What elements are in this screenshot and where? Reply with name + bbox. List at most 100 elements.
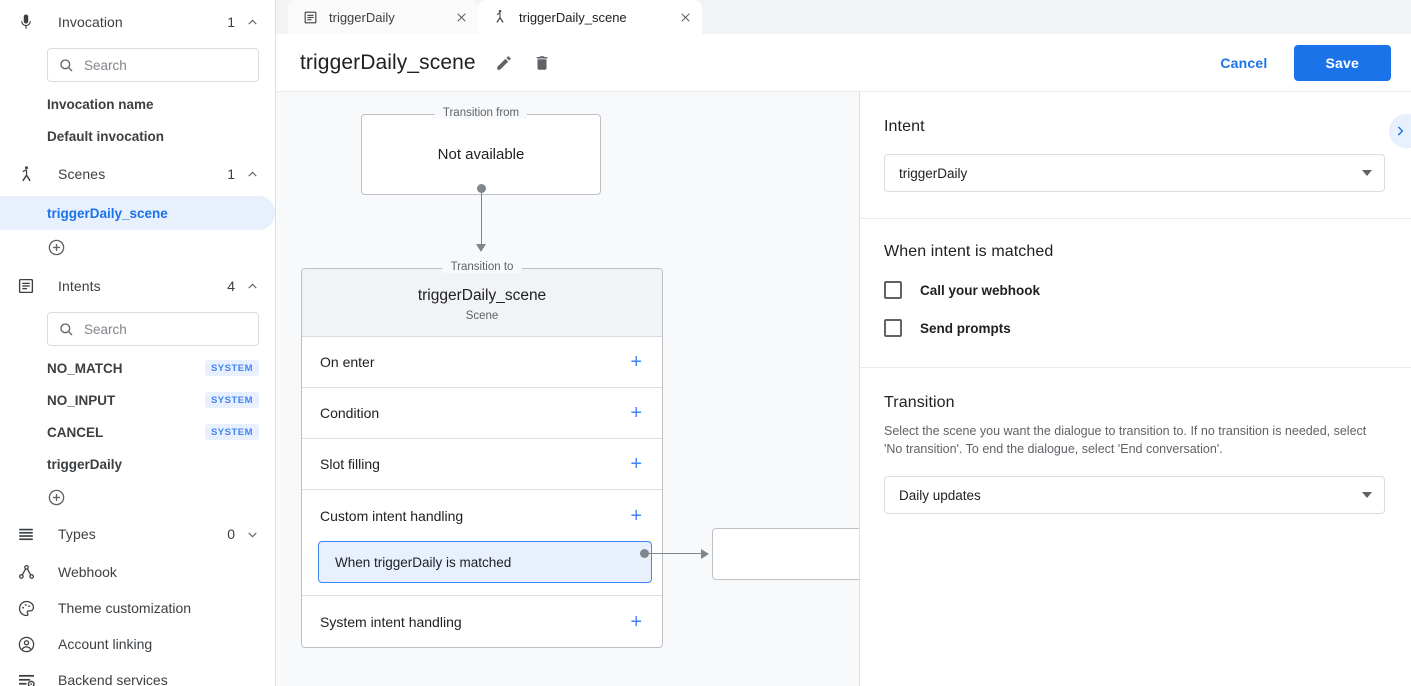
cancel-button[interactable]: Cancel [1206, 46, 1281, 80]
scene-person-icon [492, 9, 508, 25]
sidebar-section-count: 4 [227, 278, 235, 294]
chevron-down-icon [245, 527, 259, 541]
intent-list-icon [302, 9, 318, 25]
chevron-right-icon[interactable] [1389, 114, 1411, 148]
sidebar-item-cancel[interactable]: CANCEL SYSTEM [0, 416, 275, 448]
sidebar-item-no-input[interactable]: NO_INPUT SYSTEM [0, 384, 275, 416]
scene-row-on-enter[interactable]: On enter + [302, 337, 662, 388]
add-condition-button[interactable]: + [630, 402, 642, 424]
scene-row-condition[interactable]: Condition + [302, 388, 662, 439]
sidebar-item-triggerdaily-scene[interactable]: triggerDaily_scene [0, 196, 275, 230]
tab-triggerdaily[interactable]: triggerDaily [288, 0, 478, 34]
sidebar-item-label: CANCEL [47, 424, 104, 440]
pencil-icon[interactable] [494, 53, 514, 73]
intent-select-value: triggerDaily [899, 165, 968, 181]
sidebar-item-label: triggerDaily_scene [47, 205, 168, 221]
intents-search-box[interactable] [47, 312, 261, 346]
chevron-up-icon [245, 167, 259, 181]
add-slot-filling-button[interactable]: + [630, 453, 642, 475]
sidebar-item-backend-services[interactable]: Backend services [0, 662, 275, 686]
plus-circle-icon [47, 488, 66, 507]
sidebar-item-account-linking[interactable]: Account linking [0, 626, 275, 662]
sidebar-section-count: 0 [227, 526, 235, 542]
panel-section-intent: Intent triggerDaily [860, 92, 1411, 219]
intents-search-wrap [0, 308, 275, 352]
custom-intent-handler-wrap: When triggerDaily is matched [302, 541, 662, 596]
transition-select-value: Daily updates [899, 487, 981, 503]
scene-row-label: Slot filling [320, 456, 380, 472]
sidebar-section-count: 1 [227, 166, 235, 182]
transition-select[interactable]: Daily updates [884, 476, 1385, 515]
chevron-down-icon [1362, 492, 1372, 499]
add-on-enter-button[interactable]: + [630, 351, 642, 373]
checkbox-label: Send prompts [920, 320, 1011, 336]
transition-heading: Transition [884, 394, 955, 411]
add-custom-intent-handling-button[interactable]: + [630, 504, 642, 527]
sidebar-item-label: Invocation name [47, 96, 154, 112]
transition-description: Select the scene you want the dialogue t… [884, 424, 1367, 457]
scene-person-icon [14, 162, 38, 186]
scene-row-system-intent-handling[interactable]: System intent handling + [302, 596, 662, 647]
sidebar-item-triggerdaily[interactable]: triggerDaily [0, 448, 275, 480]
scene-canvas[interactable]: Transition from Not available Transition… [276, 92, 860, 686]
intent-handler-chip[interactable]: When triggerDaily is matched [318, 541, 652, 583]
search-icon [58, 321, 74, 337]
add-system-intent-handling-button[interactable]: + [630, 610, 642, 633]
checkbox-row-send-prompts[interactable]: Send prompts [884, 319, 1385, 337]
transition-to-legend: Transition to [442, 261, 522, 273]
transition-to-node[interactable]: Transition to triggerDaily_scene Scene O… [301, 261, 663, 648]
invocation-search-box[interactable] [47, 48, 261, 82]
tab-triggerdaily-scene[interactable]: triggerDaily_scene [478, 0, 702, 34]
intent-list-icon [14, 274, 38, 298]
checkbox-unchecked-icon[interactable] [884, 319, 902, 337]
sidebar-section-intents[interactable]: Intents 4 [0, 264, 275, 308]
invocation-search-input[interactable] [84, 57, 261, 73]
checkbox-label: Call your webhook [920, 282, 1041, 298]
chevron-up-icon [245, 15, 259, 29]
sidebar-section-types[interactable]: Types 0 [0, 514, 275, 554]
checkbox-unchecked-icon[interactable] [884, 281, 902, 299]
sidebar-item-label: Backend services [58, 672, 168, 686]
sidebar-item-theme-customization[interactable]: Theme customization [0, 590, 275, 626]
close-icon[interactable] [452, 8, 470, 26]
add-intent-button[interactable] [0, 480, 275, 514]
scene-row-label: Condition [320, 405, 380, 421]
left-sidebar: Invocation 1 Invocation name Default inv… [0, 0, 276, 686]
invocation-search-wrap [0, 44, 275, 88]
checkbox-row-call-your-webhook[interactable]: Call your webhook [884, 281, 1385, 299]
edge-arrow-down [476, 244, 486, 252]
transition-target-node[interactable]: Tr Dail [712, 528, 859, 580]
status-badge: SYSTEM [204, 360, 259, 376]
save-button[interactable]: Save [1293, 44, 1391, 81]
page-header: triggerDaily_scene Cancel Save [276, 34, 1411, 92]
tab-label: triggerDaily_scene [519, 9, 627, 25]
sidebar-item-webhook[interactable]: Webhook [0, 554, 275, 590]
page-title: triggerDaily_scene [300, 50, 476, 74]
transition-target-value: Dail [713, 529, 859, 579]
trash-icon[interactable] [532, 53, 552, 73]
main-content: triggerDaily triggerDaily_scene triggerD… [276, 0, 1411, 686]
close-icon[interactable] [676, 8, 694, 26]
scene-row-label: System intent handling [320, 613, 462, 630]
transition-from-node[interactable]: Transition from Not available [361, 107, 601, 195]
intent-select[interactable]: triggerDaily [884, 154, 1385, 192]
chevron-up-icon [245, 279, 259, 293]
chevron-down-icon [1362, 170, 1372, 176]
sidebar-item-label: Webhook [58, 564, 117, 580]
panel-section-transition: Transition Select the scene you want the… [860, 368, 1411, 540]
scene-row-custom-intent-handling[interactable]: Custom intent handling + [302, 490, 662, 541]
panel-section-when-matched: When intent is matched Call your webhook… [860, 219, 1411, 368]
sidebar-item-no-match[interactable]: NO_MATCH SYSTEM [0, 352, 275, 384]
sidebar-item-default-invocation[interactable]: Default invocation [0, 120, 275, 152]
sidebar-item-invocation-name[interactable]: Invocation name [0, 88, 275, 120]
scene-type: Scene [465, 310, 499, 322]
add-scene-button[interactable] [0, 230, 275, 264]
sidebar-section-invocation[interactable]: Invocation 1 [0, 0, 275, 44]
sidebar-section-label: Invocation [58, 14, 123, 30]
sidebar-item-label: Account linking [58, 636, 153, 652]
scene-row-slot-filling[interactable]: Slot filling + [302, 439, 662, 490]
sidebar-section-label: Scenes [58, 166, 106, 182]
intents-search-input[interactable] [84, 321, 261, 337]
sidebar-section-scenes[interactable]: Scenes 1 [0, 152, 275, 196]
